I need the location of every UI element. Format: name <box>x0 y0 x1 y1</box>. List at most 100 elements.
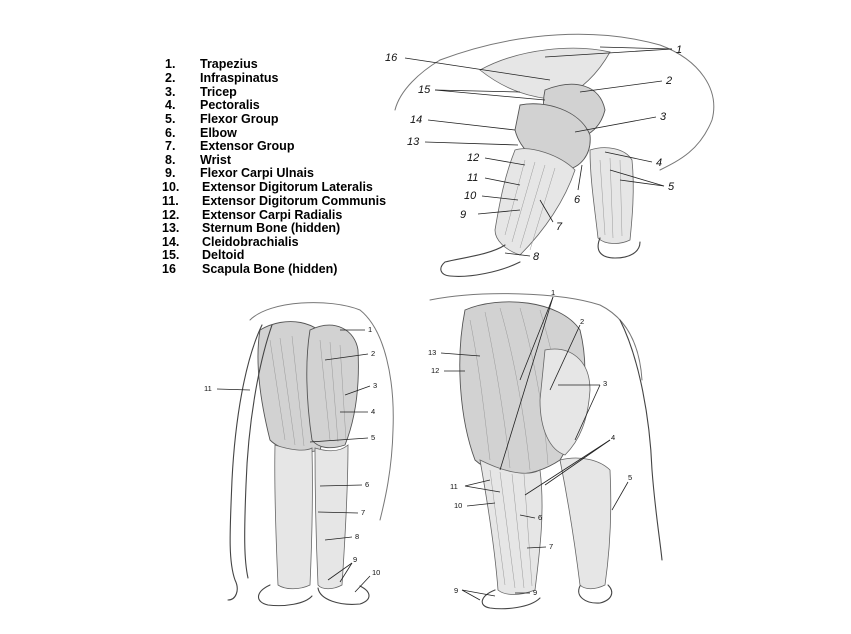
label-side-1: 1 <box>551 288 555 297</box>
label-front-13: 13 <box>407 136 420 148</box>
leader-line <box>404 57 551 81</box>
leader-line <box>216 388 251 391</box>
label-side-9b: 9 <box>533 588 537 597</box>
legend-number: 12. <box>162 208 180 222</box>
leader-line <box>440 352 481 357</box>
label-side-6: 6 <box>538 513 542 522</box>
far-leg-shape <box>559 457 612 590</box>
legend-name: Pectoralis <box>200 98 260 112</box>
leader-line <box>327 562 353 581</box>
legend-number: 6. <box>165 126 176 140</box>
forearm-shape <box>494 148 576 256</box>
left-shank-shape <box>274 444 313 590</box>
left-foot <box>257 584 313 607</box>
label-front-5: 5 <box>668 181 675 193</box>
label-rear-5: 5 <box>371 433 375 442</box>
leader-line <box>609 169 665 187</box>
legend-name: Flexor Carpi Ulnais <box>200 166 314 180</box>
thigh-fibers <box>269 335 347 447</box>
label-rear-11: 11 <box>204 384 212 393</box>
legend-name: Scapula Bone (hidden) <box>202 262 338 276</box>
label-front-16: 16 <box>385 52 398 64</box>
tail-outline <box>619 319 663 561</box>
legend-number: 5. <box>165 112 176 126</box>
leader-line <box>526 546 547 549</box>
leader-line <box>319 484 363 487</box>
label-side-9a: 9 <box>454 586 458 595</box>
leader-line <box>427 119 516 131</box>
body-outline <box>429 293 643 381</box>
body-outline <box>249 302 394 521</box>
label-front-3: 3 <box>660 111 667 123</box>
legend-number: 15. <box>162 248 180 262</box>
label-side-12: 12 <box>431 366 439 375</box>
thigh-fibers <box>469 307 567 471</box>
legend-number: 1. <box>165 57 176 71</box>
label-front-11: 11 <box>467 172 478 184</box>
leader-line <box>611 481 629 511</box>
label-side-5: 5 <box>628 473 632 482</box>
leader-line <box>424 141 519 146</box>
forearm-fibers <box>504 159 556 251</box>
label-front-15: 15 <box>418 84 431 96</box>
legend-number: 7. <box>165 139 176 153</box>
label-rear-8: 8 <box>355 532 359 541</box>
label-front-14: 14 <box>410 114 422 126</box>
leader-line <box>344 385 371 396</box>
leader-line <box>519 296 554 381</box>
legend-number: 8. <box>165 153 176 167</box>
right-thigh-shape <box>306 324 359 449</box>
leader-line <box>461 589 496 597</box>
legend-name: Extensor Group <box>200 139 295 153</box>
leader-line <box>544 48 673 58</box>
legend-number: 4. <box>165 98 176 112</box>
leader-line <box>604 151 653 163</box>
leader-line <box>339 562 353 583</box>
legend-number: 14. <box>162 235 180 249</box>
leader-line <box>484 157 526 166</box>
legend-number: 3. <box>165 85 176 99</box>
right-foot <box>317 585 370 605</box>
label-rear-3: 3 <box>373 381 377 390</box>
leader-line <box>434 89 546 101</box>
leader-line <box>544 439 611 486</box>
tail-outline <box>244 324 273 579</box>
side-view-drawing: 1 2 3 4 5 6 7 9 9 10 11 12 <box>428 288 663 610</box>
legend-number: 2. <box>165 71 176 85</box>
leader-line <box>484 177 521 186</box>
legend-name: Elbow <box>200 126 237 140</box>
leader-line <box>619 179 665 187</box>
legend-name: Extensor Digitorum Lateralis <box>202 180 373 194</box>
right-shank-shape <box>314 444 349 590</box>
legend-name: Wrist <box>200 153 232 167</box>
legend-name: Trapezius <box>200 57 258 71</box>
leader-line <box>549 324 581 391</box>
leader-line <box>461 589 481 601</box>
legend-number: 10. <box>162 180 180 194</box>
label-front-1: 1 <box>676 44 682 56</box>
leader-line <box>464 479 491 487</box>
leader-line <box>499 296 554 471</box>
label-rear-2: 2 <box>371 349 375 358</box>
leader-line <box>577 164 583 191</box>
lower-leg-fibers <box>489 469 533 589</box>
legend-name: Deltoid <box>202 248 245 262</box>
legend-name: Extensor Digitorum Communis <box>202 194 387 208</box>
label-rear-9: 9 <box>353 555 357 564</box>
label-front-7: 7 <box>556 221 563 233</box>
label-side-13: 13 <box>428 348 436 357</box>
label-front-2: 2 <box>665 75 672 87</box>
hamstring-shape <box>539 348 591 456</box>
leader-line <box>481 195 519 201</box>
label-front-8: 8 <box>533 251 540 263</box>
leader-line <box>324 536 353 541</box>
tail-outline <box>227 324 263 601</box>
legend-number: 16 <box>162 262 176 276</box>
leader-line <box>477 209 521 215</box>
legend-name: Tricep <box>200 85 237 99</box>
label-side-4: 4 <box>611 433 615 442</box>
label-front-6: 6 <box>574 194 581 206</box>
legend-name: Extensor Carpi Radialis <box>202 208 343 222</box>
legend-name: Sternum Bone (hidden) <box>202 221 341 235</box>
